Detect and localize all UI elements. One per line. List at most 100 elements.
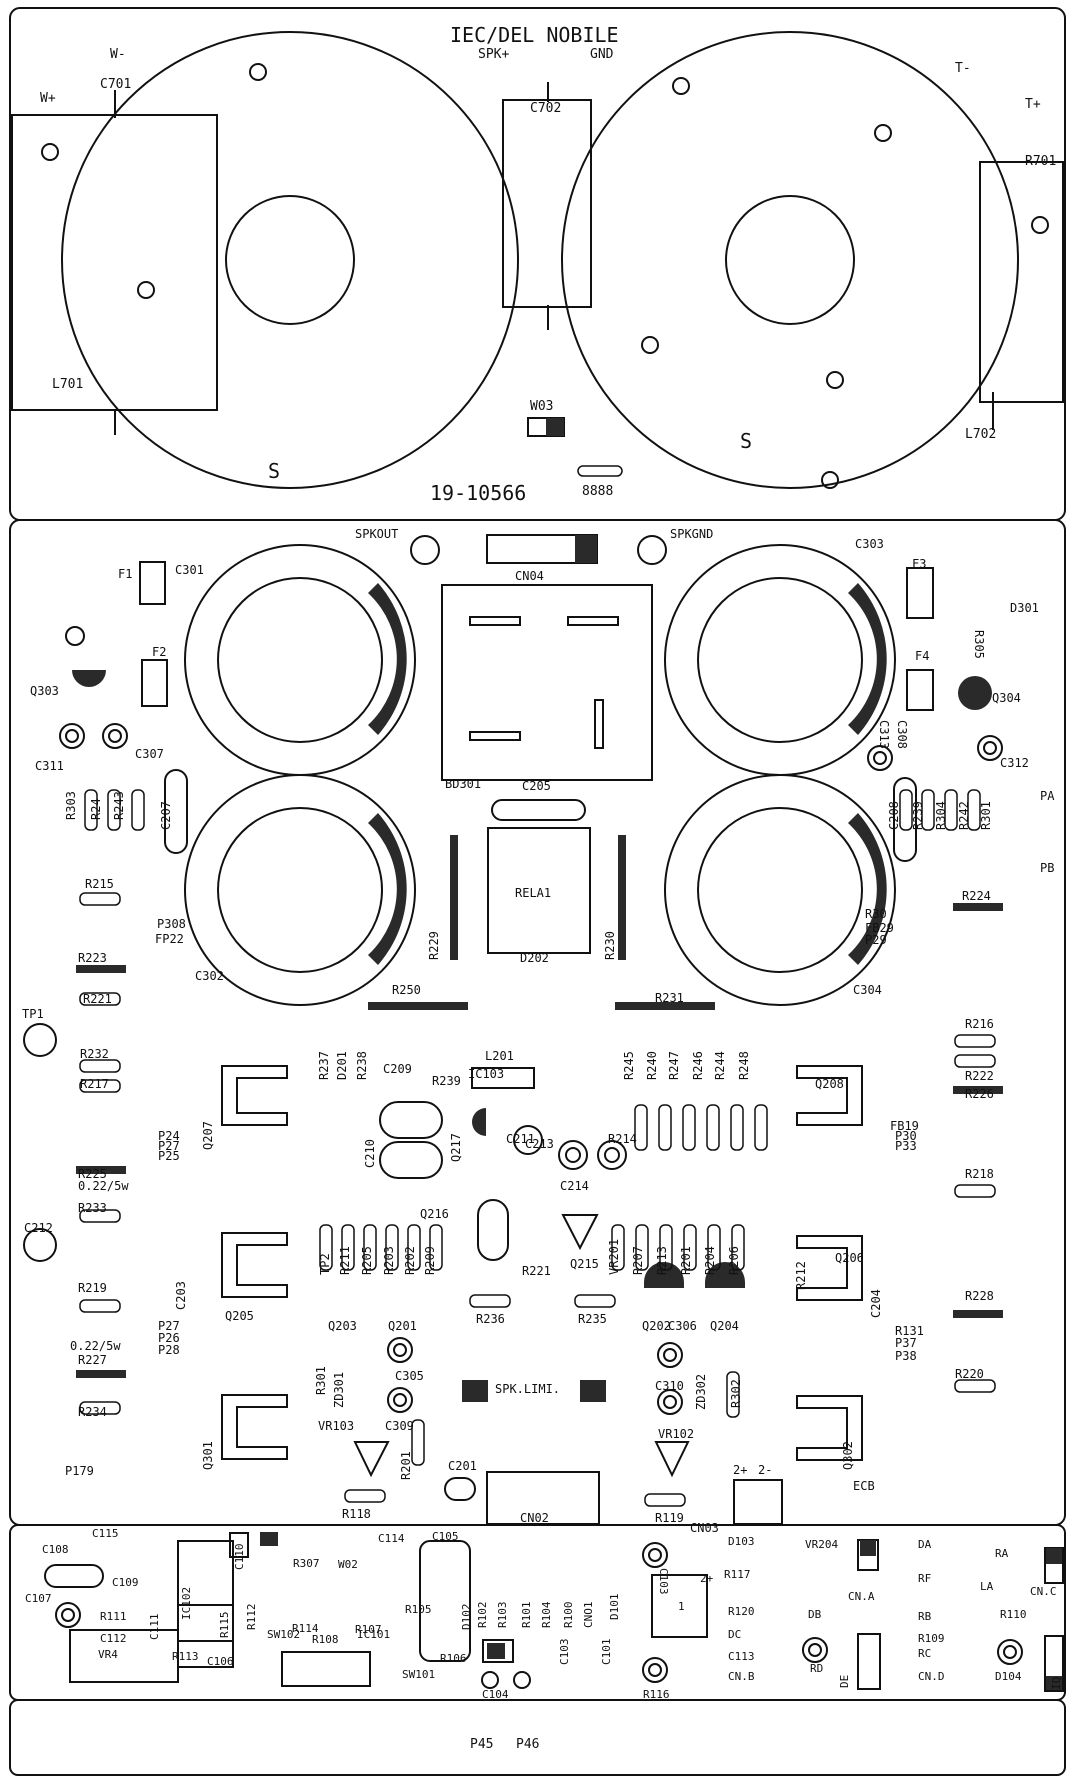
label-c204: C204	[869, 1289, 883, 1318]
label-r202: R202	[403, 1246, 417, 1275]
label-r234: R234	[78, 1405, 107, 1419]
label-r239: R239	[911, 801, 925, 830]
label-r227: R227	[78, 1353, 107, 1367]
label-c108: C108	[42, 1543, 69, 1556]
label-r302: R302	[729, 1379, 743, 1408]
label-f2: F2	[152, 645, 166, 659]
label-q216: Q216	[420, 1207, 449, 1221]
cap-c302	[184, 774, 416, 1006]
label-r109: R109	[918, 1632, 945, 1645]
part-number: 19-10566	[430, 481, 526, 505]
label-r218: R218	[965, 1167, 994, 1181]
label-p33: P33	[895, 1139, 917, 1153]
label-r244: R244	[713, 1051, 727, 1080]
label-r114: R114	[292, 1622, 319, 1635]
label-t+: T+	[1025, 97, 1041, 112]
label-r118: R118	[342, 1507, 371, 1521]
label-w03: W03	[530, 399, 553, 414]
label-c310: C310	[655, 1379, 684, 1393]
label-0-22-5w: 0.22/5w	[70, 1339, 121, 1353]
label-r220: R220	[955, 1367, 984, 1381]
label-q205: Q205	[225, 1309, 254, 1323]
label-r239: R239	[432, 1074, 461, 1088]
label-p25: P25	[158, 1149, 180, 1163]
label-sw102: SW102	[267, 1628, 300, 1641]
label-fp22: FP22	[155, 932, 184, 946]
label-dc: DC	[728, 1628, 741, 1641]
label-r305: R305	[972, 630, 986, 659]
section-output-filter	[11, 31, 1064, 489]
label-0-22-5w: 0.22/5w	[78, 1179, 129, 1193]
label-c201: C201	[448, 1459, 477, 1473]
label-r213: R213	[655, 1246, 669, 1275]
label-c112: C112	[100, 1632, 127, 1645]
label-c113: C113	[728, 1650, 755, 1663]
label-w02: W02	[338, 1558, 358, 1571]
label-f3: F3	[912, 557, 926, 571]
label-cn04: CN04	[515, 569, 544, 583]
label-q201: Q201	[388, 1319, 417, 1333]
label-spkgnd: SPKGND	[670, 527, 713, 541]
label-r103: R103	[496, 1602, 509, 1629]
label-ic103: IC103	[468, 1067, 504, 1081]
label-c303: C303	[855, 537, 884, 551]
label-vr201: VR201	[607, 1239, 621, 1275]
label-q301: Q301	[201, 1441, 215, 1470]
label-r222: R222	[965, 1069, 994, 1083]
label-d102: D102	[460, 1604, 473, 1631]
label-r223: R223	[78, 951, 107, 965]
label-r111: R111	[100, 1610, 127, 1623]
label-la: LA	[980, 1580, 994, 1593]
label-vr102: VR102	[658, 1427, 694, 1441]
label-c702: C702	[530, 101, 561, 116]
label-c308: C308	[895, 720, 909, 749]
cen-logo	[577, 465, 623, 477]
label-q208: Q208	[815, 1077, 844, 1091]
bd301-bridge	[441, 584, 653, 781]
label-fb29: FB29	[865, 921, 894, 935]
label-c103: C103	[558, 1639, 571, 1666]
label-tp2: TP2	[318, 1253, 332, 1275]
label-r229: R229	[427, 931, 441, 960]
label-c105: C105	[432, 1530, 459, 1543]
label-c209: C209	[383, 1062, 412, 1076]
label-d202: D202	[520, 951, 549, 965]
section-power-amp	[23, 534, 1003, 1525]
label-pb: PB	[1040, 861, 1054, 875]
label-2-: 2+	[733, 1463, 747, 1477]
label-zd301: ZD301	[332, 1372, 346, 1408]
label-c309: C309	[385, 1419, 414, 1433]
toroid-right	[561, 31, 1019, 489]
label-r215: R215	[85, 877, 114, 891]
label-r100: R100	[562, 1602, 575, 1629]
cap-sleeve-marks	[72, 535, 1003, 1402]
label-c106: C106	[207, 1655, 234, 1668]
label-r204: R204	[703, 1246, 717, 1275]
label-r105: R105	[405, 1603, 432, 1616]
label-zd302: ZD302	[694, 1374, 708, 1410]
label-d301: D301	[1010, 601, 1039, 615]
label-c304: C304	[853, 983, 882, 997]
label-c210: C210	[363, 1139, 377, 1168]
label-r246: R246	[691, 1051, 705, 1080]
label-r214: R214	[608, 1132, 637, 1146]
label-c107: C107	[25, 1592, 52, 1605]
label-r131: R131	[895, 1324, 924, 1338]
label-r235: R235	[578, 1312, 607, 1326]
label-r107: R107	[355, 1623, 382, 1636]
label-r230: R230	[603, 931, 617, 960]
label-r236: R236	[476, 1312, 505, 1326]
heatsink-outlines	[221, 1065, 863, 1461]
label-rela1: RELA1	[515, 886, 551, 900]
label-s: S	[268, 459, 280, 483]
label-r225: R225	[78, 1167, 107, 1181]
label-f4: F4	[915, 649, 929, 663]
board-title: IEC/DEL NOBILE	[450, 23, 619, 47]
label-r201: R201	[399, 1451, 413, 1480]
label-c109: C109	[112, 1576, 139, 1589]
label-p46: P46	[516, 1737, 539, 1752]
label-q203: Q203	[328, 1319, 357, 1333]
label-tp1: TP1	[22, 1007, 44, 1021]
label-q207: Q207	[201, 1121, 215, 1150]
